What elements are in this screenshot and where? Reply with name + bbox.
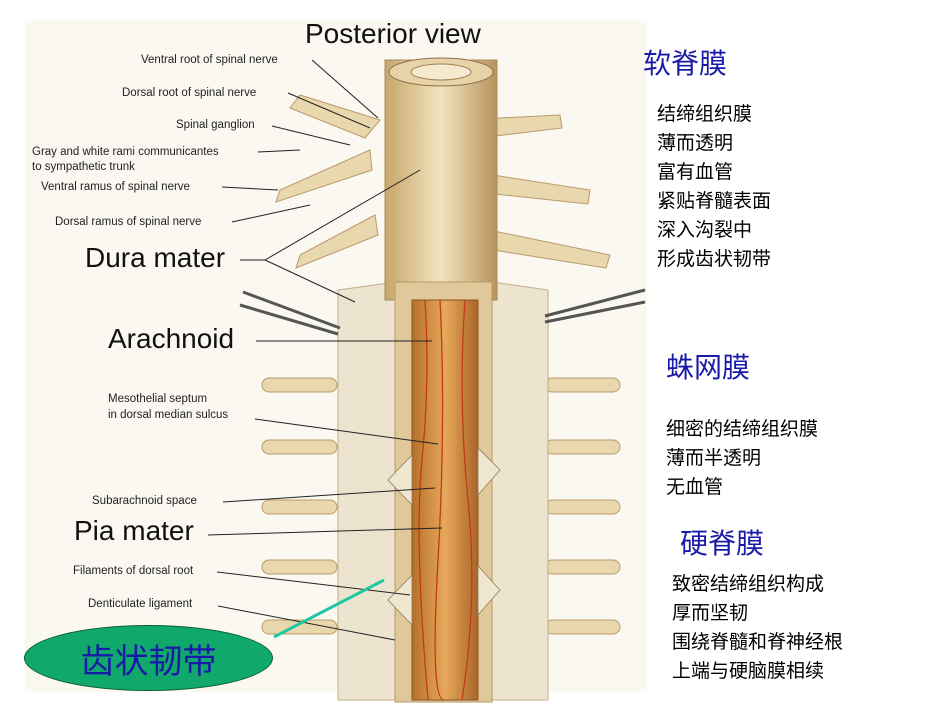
note-line: 富有血管 <box>657 158 771 187</box>
heading-pia-mater: 软脊膜 <box>643 42 727 82</box>
label-subarachnoid: Subarachnoid space <box>92 495 197 508</box>
note-line: 紧贴脊髓表面 <box>657 187 771 216</box>
label-spinal-ganglion: Spinal ganglion <box>176 119 255 132</box>
note-line: 结缔组织膜 <box>657 100 771 129</box>
view-title: Posterior view <box>305 18 481 50</box>
arachnoid-notes: 细密的结缔组织膜 薄而半透明 无血管 <box>666 415 818 502</box>
label-pia-mater: Pia mater <box>74 515 194 547</box>
note-line: 厚而坚韧 <box>672 599 843 628</box>
note-line: 深入沟裂中 <box>657 216 771 245</box>
note-line: 薄而半透明 <box>666 444 818 473</box>
note-line: 细密的结缔组织膜 <box>666 415 818 444</box>
label-dura-mater: Dura mater <box>85 242 225 274</box>
label-denticulate: Denticulate ligament <box>88 598 192 611</box>
dura-mater-notes: 致密结缔组织构成 厚而坚韧 围绕脊髓和脊神经根 上端与硬脑膜相续 <box>672 570 843 686</box>
note-line: 薄而透明 <box>657 129 771 158</box>
note-line: 围绕脊髓和脊神经根 <box>672 628 843 657</box>
label-filaments: Filaments of dorsal root <box>73 565 193 578</box>
label-ventral-root: Ventral root of spinal nerve <box>141 54 278 67</box>
note-line: 致密结缔组织构成 <box>672 570 843 599</box>
note-line: 上端与硬脑膜相续 <box>672 657 843 686</box>
label-arachnoid: Arachnoid <box>108 323 234 355</box>
note-line: 形成齿状韧带 <box>657 245 771 274</box>
note-line: 无血管 <box>666 473 818 502</box>
label-dorsal-root: Dorsal root of spinal nerve <box>122 87 256 100</box>
label-septum-line1: Mesothelial septum <box>108 393 207 406</box>
pia-mater-notes: 结缔组织膜 薄而透明 富有血管 紧贴脊髓表面 深入沟裂中 形成齿状韧带 <box>657 100 771 274</box>
label-ventral-ramus: Ventral ramus of spinal nerve <box>41 181 190 194</box>
label-rami-line2: to sympathetic trunk <box>32 161 135 174</box>
heading-arachnoid: 蛛网膜 <box>666 346 750 386</box>
denticulate-ligament-callout: 齿状韧带 <box>24 625 273 691</box>
heading-dura-mater: 硬脊膜 <box>680 522 764 562</box>
label-septum-line2: in dorsal median sulcus <box>108 409 228 422</box>
label-dorsal-ramus: Dorsal ramus of spinal nerve <box>55 216 201 229</box>
label-rami-line1: Gray and white rami communicantes <box>32 146 219 159</box>
